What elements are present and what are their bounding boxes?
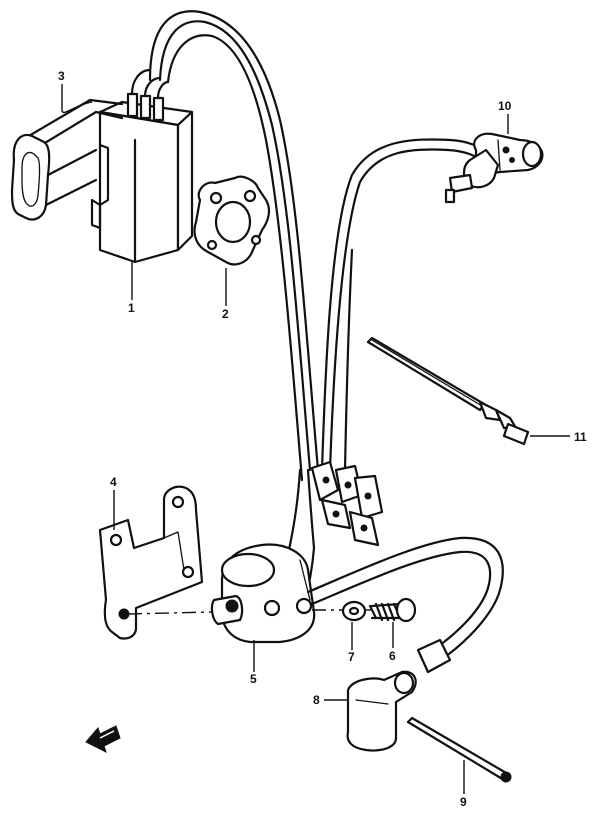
label-part-2: 2 xyxy=(222,307,229,321)
label-part-1: 1 xyxy=(128,301,135,315)
label-part-6: 6 xyxy=(389,649,396,663)
label-part-10: 10 xyxy=(498,99,512,113)
cdi-bracket xyxy=(10,98,124,221)
label-part-9: 9 xyxy=(460,795,467,809)
assembly-centreline xyxy=(127,609,372,615)
grommet-plate xyxy=(193,175,271,266)
ignition-switch xyxy=(444,132,544,204)
label-part-11: 11 xyxy=(574,430,587,444)
cdi-unit xyxy=(90,68,194,264)
label-part-4: 4 xyxy=(110,475,117,489)
high-tension-lead xyxy=(306,536,504,674)
label-part-3: 3 xyxy=(58,69,65,83)
part-labels: 3 1 2 10 11 4 5 6 7 8 9 xyxy=(58,69,587,809)
leader-lines xyxy=(61,84,570,794)
label-part-5: 5 xyxy=(250,672,257,686)
label-part-8: 8 xyxy=(313,693,320,707)
spark-plug-cap xyxy=(346,670,417,752)
wire-connectors xyxy=(310,460,384,547)
front-direction-arrow-icon xyxy=(85,725,121,753)
ignition-coil xyxy=(210,543,316,644)
screw xyxy=(368,597,417,623)
switch-lead-wire xyxy=(320,138,488,472)
cable-tie xyxy=(366,336,530,446)
mounting-bracket xyxy=(98,485,204,640)
rod-bolt xyxy=(406,716,512,783)
washer xyxy=(341,600,367,622)
label-part-7: 7 xyxy=(348,650,355,664)
